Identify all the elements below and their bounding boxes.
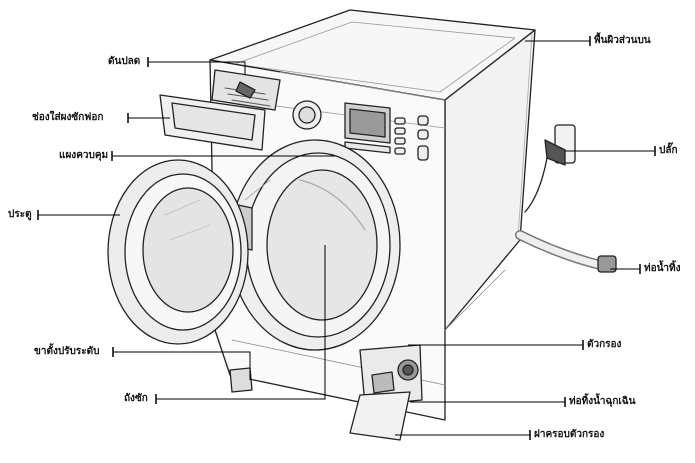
- label-control-panel: แผงควบคุม: [59, 150, 109, 161]
- drain-hose: [515, 230, 617, 273]
- label-drum: ถังซัก: [124, 393, 148, 404]
- label-release-lever: ดันปลด: [108, 56, 141, 67]
- label-drain-hose: ท่อน้ำทิ้ง: [644, 263, 681, 274]
- label-plug: ปลั๊ก: [659, 145, 678, 156]
- control-buttons: [394, 115, 429, 161]
- filter-assembly: [349, 344, 423, 441]
- power-plug: [524, 124, 576, 213]
- label-door: ประตู: [8, 209, 32, 220]
- detergent-drawer-shape: [159, 69, 281, 151]
- label-filter-cover: ฝาครอบตัวกรอง: [534, 429, 605, 440]
- label-leveling-feet: ขาตั้งปรับระดับ: [34, 346, 100, 357]
- door-shape: [107, 159, 249, 345]
- drum-opening: [229, 139, 401, 351]
- leader-ticks: [37, 36, 656, 440]
- label-detergent-drawer: ช่องใส่ผงซักฟอก: [32, 112, 104, 123]
- leader-lines: [38, 40, 655, 436]
- label-emergency-drain-tube: ท่อทิ้งน้ำฉุกเฉิน: [569, 396, 636, 407]
- leveling-foot: [229, 367, 253, 393]
- label-filter: ตัวกรอง: [587, 339, 622, 350]
- label-top-cover: พื้นผิวส่วนบน: [594, 35, 651, 46]
